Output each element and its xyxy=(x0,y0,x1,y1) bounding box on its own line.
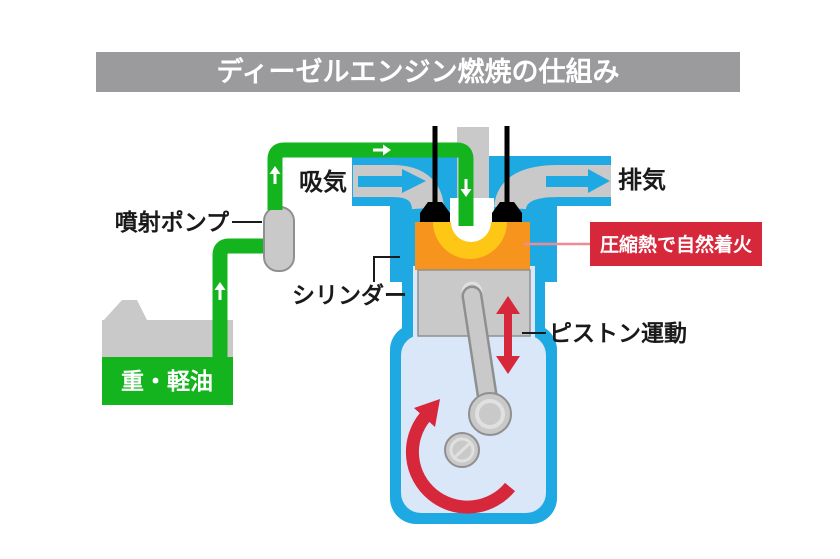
rotation-arc xyxy=(405,412,516,514)
fuel-liquid xyxy=(102,357,233,405)
title-bar: ディーゼルエンジン燃焼の仕組み xyxy=(96,52,740,92)
fuel-tank-label: 重・軽油 xyxy=(121,368,213,394)
valves xyxy=(420,126,522,222)
cylinder-label: シリンダー xyxy=(292,282,407,308)
piston-motion-arrow xyxy=(496,296,520,374)
flow-right-arrow-icon xyxy=(373,144,391,156)
page-title: ディーゼルエンジン燃焼の仕組み xyxy=(216,56,619,87)
flow-down-arrow-icon xyxy=(460,179,472,197)
exhaust-label: 排気 xyxy=(618,166,666,194)
piston-motion-label: ピストン運動 xyxy=(549,320,687,346)
ignition-callout: 圧縮熱で自然着火 xyxy=(590,222,762,266)
intake-flow-arrow-icon xyxy=(358,169,426,193)
exhaust-flow-arrow-icon xyxy=(546,169,610,193)
flow-up-arrow-icon xyxy=(214,282,226,300)
title-bar-background xyxy=(96,52,740,92)
injection-pump-body xyxy=(263,206,295,272)
injection-pump-label: 噴射ポンプ xyxy=(115,209,230,235)
fuel-pipe-tank-to-pump xyxy=(212,238,266,360)
intake-label: 吸気 xyxy=(299,168,347,196)
fuel-tank: 重・軽油 xyxy=(102,300,233,405)
rotation-arrow xyxy=(405,399,516,514)
intake-valve-head xyxy=(420,202,450,222)
intake-valve-stem xyxy=(432,126,438,210)
fuel-pipe xyxy=(267,142,474,226)
crankshaft-center-mark xyxy=(449,437,475,463)
piston-motion-down-arrowhead-icon xyxy=(496,356,520,374)
rotation-arrowhead-icon xyxy=(414,399,440,427)
crankshaft-center-slash xyxy=(452,441,472,460)
fuel-tank-body xyxy=(102,320,233,360)
gas-flow-arrows xyxy=(358,169,610,193)
crank-big-end-ring xyxy=(475,399,505,429)
text-labels: 吸気 排気 噴射ポンプ シリンダー ピストン運動 xyxy=(115,166,687,346)
ignition-box xyxy=(590,222,762,266)
leader-lines xyxy=(232,221,590,334)
flow-up-arrow-icon xyxy=(269,166,281,184)
piston-motion-shaft xyxy=(504,312,512,358)
fuel-pipe-pump-to-chamber xyxy=(267,142,474,226)
fuel-pipe xyxy=(212,238,266,360)
piston-motion-up-arrowhead-icon xyxy=(496,296,520,314)
exhaust-valve-head xyxy=(492,202,522,222)
cylinder-leader xyxy=(373,256,400,282)
exhaust-valve-stem xyxy=(504,126,510,210)
ignition-label: 圧縮熱で自然着火 xyxy=(600,233,753,256)
flame-core xyxy=(451,222,491,242)
injection-pump xyxy=(263,206,295,272)
fuel-tank-spout xyxy=(102,300,148,322)
